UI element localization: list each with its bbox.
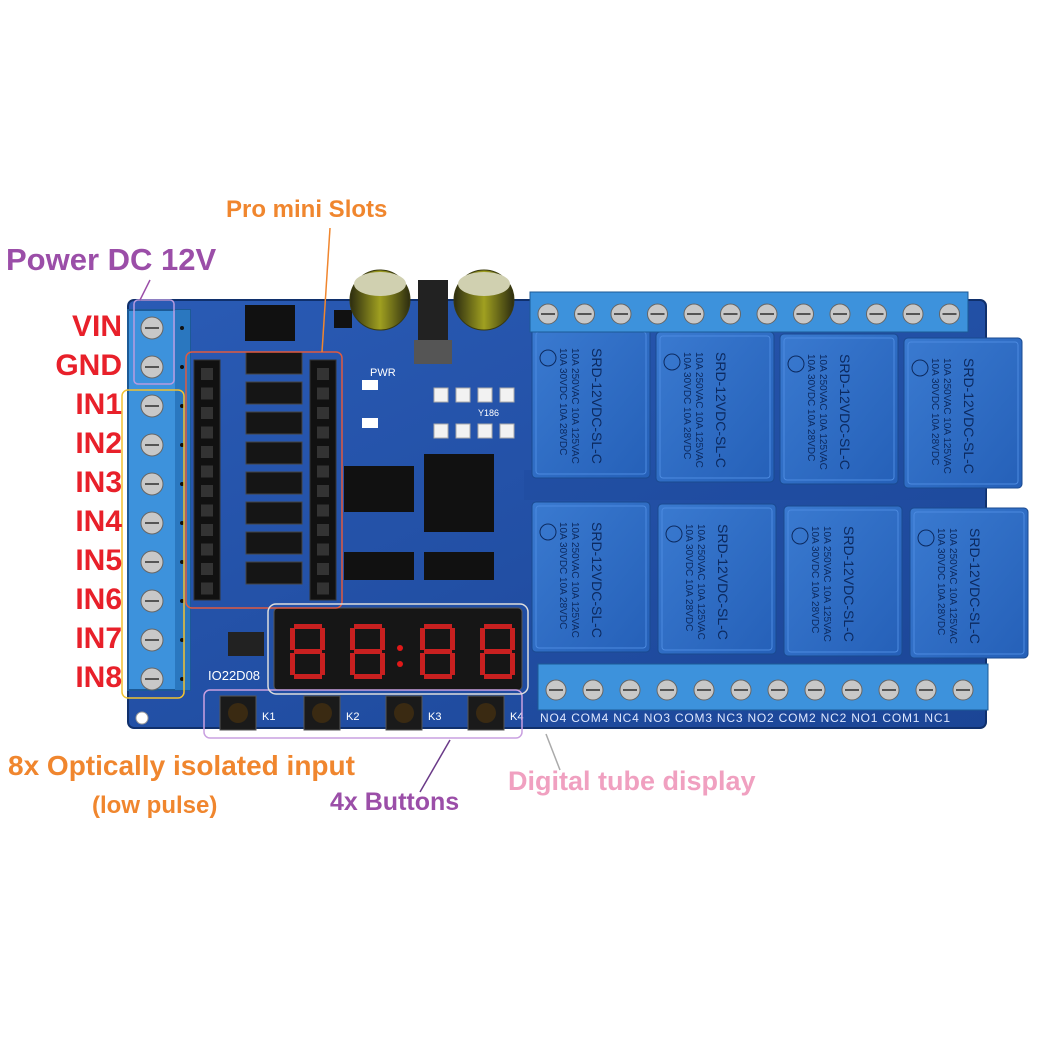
opto-input-label: 8x Optically isolated input (8, 750, 355, 781)
relay-model-text: SRD-12VDC-SL-C (589, 522, 605, 638)
pin-label-in8: IN8 (75, 661, 122, 694)
button-label: K2 (346, 711, 359, 723)
button-k1[interactable]: K1 (219, 695, 275, 731)
pin-label-in5: IN5 (75, 544, 122, 577)
relay-rating-text: 10A 250VAC 10A 125VAC (695, 524, 706, 640)
annotation-outlines (121, 227, 561, 793)
relay-rating-text: 10A 30VDC 10A 28VDC (683, 524, 694, 631)
seven-seg-digit (480, 624, 515, 679)
relay-model-text: SRD-12VDC-SL-C (967, 528, 983, 644)
pro-mini-slots-label: Pro mini Slots (226, 196, 388, 223)
seven-seg-digit (290, 624, 325, 679)
pwr-label: PWR (370, 367, 396, 379)
relay-rating-text: 10A 250VAC 10A 125VAC (693, 352, 704, 468)
relay-rating-text: 10A 30VDC 10A 28VDC (935, 528, 946, 635)
buttons-label: 4x Buttons (330, 788, 460, 816)
relay-model-text: SRD-12VDC-SL-C (837, 354, 853, 470)
seven-seg-digit (350, 624, 385, 679)
model-label: IO22D08 (208, 668, 260, 683)
chip-label: Y186 (478, 408, 499, 418)
pin-label-in3: IN3 (75, 466, 122, 499)
pin-label-in6: IN6 (75, 583, 122, 616)
relay-rating-text: 10A 30VDC 10A 28VDC (557, 348, 568, 455)
relay-rating-text: 10A 250VAC 10A 125VAC (947, 528, 958, 644)
seven-seg-digit (420, 624, 455, 679)
pin-label-gnd: GND (55, 349, 122, 382)
relay-rating-text: 10A 30VDC 10A 28VDC (929, 358, 940, 465)
pro-mini-slots (193, 359, 337, 601)
pin-label-in2: IN2 (75, 427, 122, 460)
relay-model-text: SRD-12VDC-SL-C (961, 358, 977, 474)
bottom-terminal-row (537, 663, 989, 711)
opto-input-sublabel: (low pulse) (92, 792, 218, 819)
resistor-pack (228, 632, 264, 656)
pin-label-in1: IN1 (75, 388, 122, 421)
relay-model-text: SRD-12VDC-SL-C (713, 352, 729, 468)
button-label: K1 (262, 711, 275, 723)
digital-tube-label: Digital tube display (508, 766, 756, 796)
bottom-terminal-labels: NO4 COM4 NC4 NO3 COM3 NC3 NO2 COM2 NC2 N… (540, 711, 950, 725)
relay-rating-text: 10A 250VAC 10A 125VAC (817, 354, 828, 470)
relay-rating-text: 10A 250VAC 10A 125VAC (941, 358, 952, 474)
pin-label-vin: VIN (71, 310, 122, 343)
relay-rating-text: 10A 250VAC 10A 125VAC (569, 348, 580, 464)
relay-rating-text: 10A 30VDC 10A 28VDC (805, 354, 816, 461)
relay-model-text: SRD-12VDC-SL-C (715, 524, 731, 640)
top-terminal-row (529, 291, 969, 333)
optocoupler-row (245, 351, 303, 585)
relay-rating-text: 10A 250VAC 10A 125VAC (821, 526, 832, 642)
button-k2[interactable]: K2 (303, 695, 359, 731)
button-label: K3 (428, 711, 441, 723)
relay-rating-text: 10A 250VAC 10A 125VAC (569, 522, 580, 638)
left-terminal-block (127, 309, 191, 691)
button-k4[interactable]: K4 (467, 695, 523, 731)
relay-rating-text: 10A 30VDC 10A 28VDC (809, 526, 820, 633)
pin-label-in7: IN7 (75, 622, 122, 655)
digital-tube-display (273, 607, 523, 691)
relay-model-text: SRD-12VDC-SL-C (841, 526, 857, 642)
pin-label-in4: IN4 (75, 505, 122, 538)
relay-model-text: SRD-12VDC-SL-C (589, 348, 605, 464)
tactile-buttons: K1 K2 K3 K4 (219, 695, 523, 731)
button-k3[interactable]: K3 (385, 695, 441, 731)
top-components: PWR Y186 (245, 269, 515, 580)
power-label: Power DC 12V (6, 242, 217, 277)
relay-rating-text: 10A 30VDC 10A 28VDC (681, 352, 692, 459)
relay-rating-text: 10A 30VDC 10A 28VDC (557, 522, 568, 629)
button-label: K4 (510, 711, 523, 723)
